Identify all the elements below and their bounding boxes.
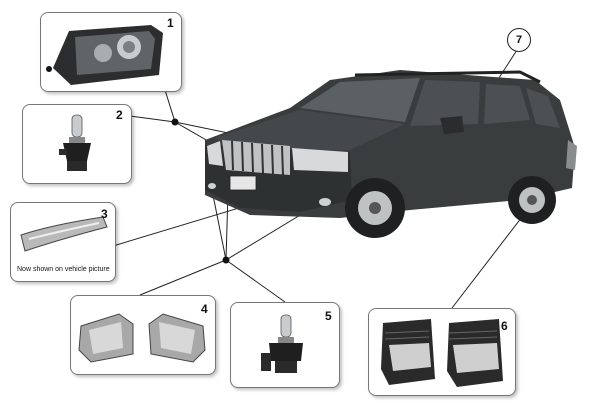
tail-lamp-pair-icon — [381, 319, 503, 387]
junction-dot-lower — [222, 256, 230, 264]
callout-number-1: 1 — [167, 16, 174, 30]
callout-number-2: 2 — [116, 108, 123, 122]
panel-headlamp-bulb: 2 — [22, 104, 132, 184]
side-marker-lens-icon — [20, 216, 108, 252]
headlamp-assembly-icon — [46, 25, 163, 85]
suv-vehicle-icon — [205, 70, 577, 238]
callout-number-6: 6 — [501, 319, 508, 333]
callout-number-3: 3 — [101, 207, 108, 221]
junction-dot-upper — [171, 118, 179, 126]
fog-lamp-pair-icon — [78, 313, 206, 363]
halogen-bulb-icon — [59, 114, 91, 171]
panel-tail-lamps: 6 — [368, 308, 516, 396]
panel-headlamp: 1 — [40, 12, 182, 92]
panel-fog-lamps: 4 — [70, 295, 216, 375]
callout-number-5: 5 — [325, 309, 332, 323]
panel-side-marker: 3 Now shown on vehicle picture — [10, 202, 116, 282]
callout-7-label: 7 — [515, 34, 523, 46]
panel-fog-bulb: 5 — [230, 302, 340, 388]
callout-number-4: 4 — [201, 302, 208, 316]
fog-bulb-icon — [261, 314, 303, 373]
panel-caption: Now shown on vehicle picture — [17, 266, 110, 273]
callout-number-7: 7 — [507, 28, 531, 52]
